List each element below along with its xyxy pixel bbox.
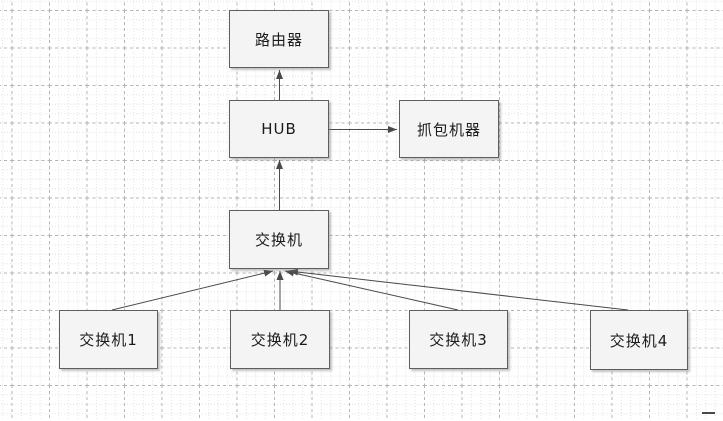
node-router-label: 路由器	[254, 30, 303, 49]
corner-dash-mark	[702, 412, 715, 414]
node-capture-machine[interactable]: 抓包机器	[399, 100, 499, 158]
node-router[interactable]: 路由器	[229, 10, 329, 68]
node-switch1-label: 交换机1	[79, 331, 138, 349]
node-switch4[interactable]: 交换机4	[590, 310, 688, 370]
node-hub-label: HUB	[261, 120, 297, 138]
connector-switch4-to-switchmain[interactable]	[288, 268, 629, 311]
node-switch1[interactable]: 交换机1	[59, 310, 158, 369]
node-switch-main[interactable]: 交换机	[229, 210, 329, 269]
node-switch3-label: 交换机3	[429, 331, 488, 349]
connector-switch1-to-switchmain[interactable]	[111, 269, 274, 311]
node-capture-machine-label: 抓包机器	[416, 120, 481, 139]
connector-switch3-to-switchmain[interactable]	[284, 269, 459, 311]
node-switch2-label: 交换机2	[250, 331, 310, 349]
node-switch4-label: 交换机4	[609, 331, 669, 350]
node-switch2[interactable]: 交换机2	[230, 310, 330, 369]
node-switch-main-label: 交换机	[254, 231, 303, 249]
node-hub[interactable]: HUB	[229, 100, 329, 158]
node-switch3[interactable]: 交换机3	[409, 310, 508, 369]
